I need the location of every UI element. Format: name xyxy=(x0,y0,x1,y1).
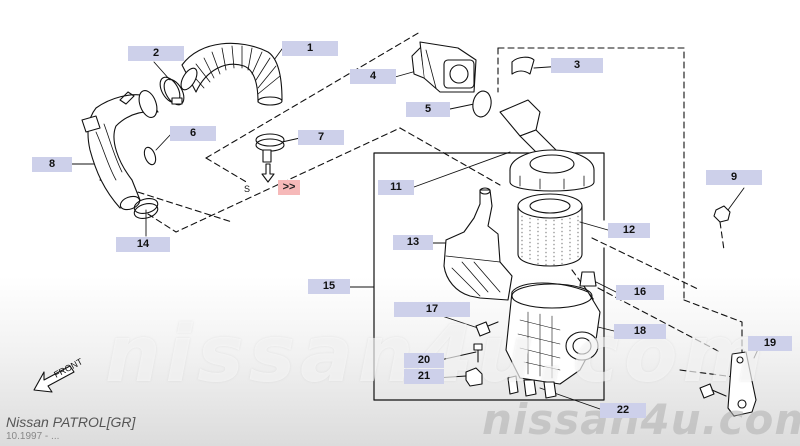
grommet-part-16 xyxy=(579,271,597,287)
callout-part-20[interactable]: 20 xyxy=(404,353,444,368)
callout-next-arrow[interactable]: >> xyxy=(278,180,300,195)
intake-hose-part-1 xyxy=(180,42,283,106)
clamp-part-2 xyxy=(159,76,185,106)
callout-part-16[interactable]: 16 xyxy=(616,285,664,300)
cleaner-cover-part-11 xyxy=(499,99,595,192)
callout-part-21[interactable]: 21 xyxy=(404,369,444,384)
bracket-part-19 xyxy=(727,351,757,417)
callout-part-13[interactable]: 13 xyxy=(393,235,433,250)
cleaner-body-part-18 xyxy=(505,282,601,399)
callout-part-17[interactable]: 17 xyxy=(394,302,470,317)
clip-part-6 xyxy=(143,146,157,166)
nut-part-9 xyxy=(713,205,731,223)
indicator-arrow xyxy=(261,163,275,183)
airflow-meter-part-4 xyxy=(411,41,477,93)
bolt-part-17 xyxy=(475,321,499,337)
nut-part-21 xyxy=(465,367,483,387)
callout-part-6[interactable]: 6 xyxy=(170,126,216,141)
callout-part-18[interactable]: 18 xyxy=(614,324,666,339)
clamp-part-7 xyxy=(255,133,285,163)
bolt-part-22 xyxy=(699,383,727,399)
bolt-part-20 xyxy=(473,343,483,363)
callout-part-5[interactable]: 5 xyxy=(406,102,450,117)
leader-lines xyxy=(71,48,761,410)
callout-part-2[interactable]: 2 xyxy=(128,46,184,61)
pad-part-3 xyxy=(511,56,535,75)
front-arrow-icon xyxy=(33,365,75,393)
callout-part-19[interactable]: 19 xyxy=(748,336,792,351)
callout-part-15[interactable]: 15 xyxy=(308,279,350,294)
resonator-part-13 xyxy=(443,187,513,301)
model-title: Nissan PATROL[GR] xyxy=(6,414,136,430)
callout-part-1[interactable]: 1 xyxy=(282,41,338,56)
filter-element-part-12 xyxy=(517,193,583,267)
air-duct-part-8 xyxy=(81,90,159,211)
callout-part-3[interactable]: 3 xyxy=(551,58,603,73)
callout-part-7[interactable]: 7 xyxy=(298,130,344,145)
callout-part-9[interactable]: 9 xyxy=(706,170,762,185)
assembly-frame xyxy=(373,152,605,401)
clamp-part-14 xyxy=(133,198,159,219)
o-ring-part-5 xyxy=(472,90,492,118)
callout-part-22[interactable]: 22 xyxy=(600,403,646,418)
callout-part-4[interactable]: 4 xyxy=(350,69,396,84)
part-letter-label: S xyxy=(244,184,250,194)
production-date-range: 10.1997 - ... xyxy=(6,431,60,442)
callout-part-12[interactable]: 12 xyxy=(608,223,650,238)
callout-part-14[interactable]: 14 xyxy=(116,237,170,252)
front-label: FRONT xyxy=(52,356,85,380)
callout-part-11[interactable]: 11 xyxy=(378,180,414,195)
callout-part-8[interactable]: 8 xyxy=(32,157,72,172)
